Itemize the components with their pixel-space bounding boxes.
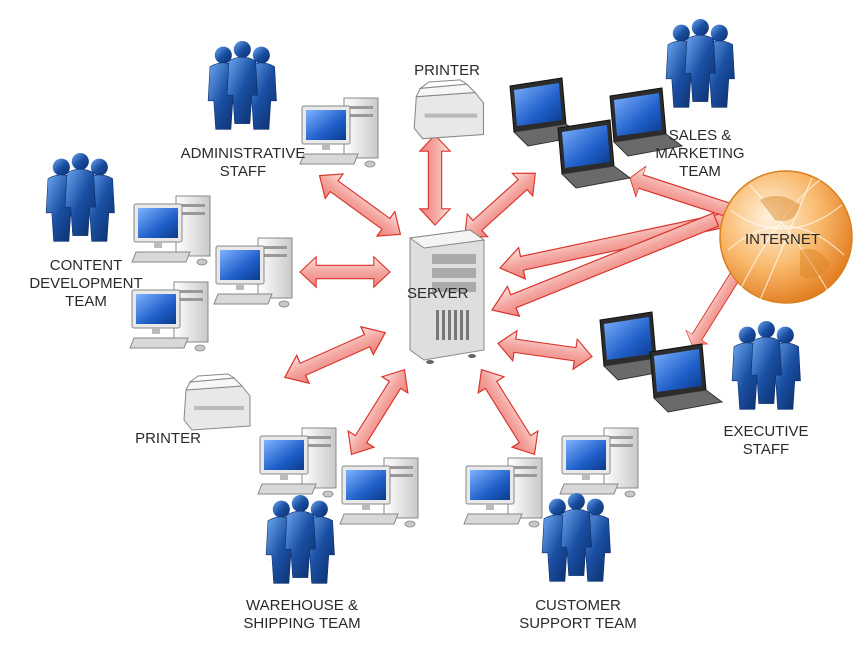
globe-icon bbox=[719, 170, 853, 304]
content-computers bbox=[129, 195, 293, 352]
desktop-computer-icon bbox=[299, 97, 379, 168]
exec-label-line2: STAFF bbox=[743, 441, 789, 458]
content-label-line3: TEAM bbox=[65, 293, 107, 310]
desktop-computer-icon bbox=[129, 281, 209, 352]
content-label-line1: CONTENT bbox=[50, 257, 123, 274]
admin-label-line2: STAFF bbox=[220, 163, 266, 180]
arrow-internet-server-1 bbox=[496, 202, 734, 285]
arrow-warehouse-server bbox=[338, 360, 418, 464]
executive-people bbox=[732, 321, 800, 409]
exec-label-line1: EXECUTIVE bbox=[723, 423, 808, 440]
content-label-line2: DEVELOPMENT bbox=[29, 275, 142, 292]
sales-laptops bbox=[509, 77, 683, 189]
desktop-computer-icon bbox=[559, 427, 639, 498]
arrow-printer-left-server bbox=[277, 318, 393, 392]
warehouse-label-line1: WAREHOUSE & bbox=[246, 597, 358, 614]
desktop-computer-icon bbox=[463, 457, 543, 528]
sales-label-line3: TEAM bbox=[679, 163, 721, 180]
server-label: SERVER bbox=[407, 285, 469, 302]
arrow-content-server bbox=[299, 256, 391, 288]
arrow-executive-server bbox=[495, 327, 595, 373]
internet-globe bbox=[719, 170, 853, 304]
people-group-icon bbox=[46, 153, 114, 241]
people-group-icon bbox=[666, 19, 734, 107]
printer-top bbox=[413, 79, 485, 140]
people-group-icon bbox=[542, 493, 610, 581]
server bbox=[408, 229, 486, 364]
content-people bbox=[46, 153, 114, 241]
printer-top-label: PRINTER bbox=[414, 62, 480, 79]
desktop-computer-icon bbox=[257, 427, 337, 498]
people-group-icon bbox=[266, 495, 334, 583]
laptop-icon bbox=[649, 343, 723, 413]
warehouse-label-line2: SHIPPING TEAM bbox=[243, 615, 360, 632]
warehouse-people bbox=[266, 495, 334, 583]
printer-left-label: PRINTER bbox=[135, 430, 201, 447]
admin-people bbox=[208, 41, 276, 129]
arrow-admin-server bbox=[310, 162, 410, 248]
arrow-printer-top-server bbox=[419, 134, 451, 226]
support-label-line2: SUPPORT TEAM bbox=[519, 615, 637, 632]
people-group-icon bbox=[208, 41, 276, 129]
arrow-support-server bbox=[468, 360, 548, 464]
printer-icon bbox=[183, 373, 251, 431]
arrows bbox=[277, 134, 755, 464]
sales-label-line2: MARKETING bbox=[655, 145, 744, 162]
sales-label-line1: SALES & bbox=[669, 127, 732, 144]
internet-label: INTERNET bbox=[745, 231, 820, 248]
desktop-computer-icon bbox=[213, 237, 293, 308]
sales-people bbox=[666, 19, 734, 107]
support-people bbox=[542, 493, 610, 581]
admin-label-line1: ADMINISTRATIVE bbox=[181, 145, 306, 162]
printer-left bbox=[183, 373, 251, 431]
people-group-icon bbox=[732, 321, 800, 409]
desktop-computer-icon bbox=[131, 195, 211, 266]
printer-icon bbox=[413, 79, 485, 140]
desktop-computer-icon bbox=[339, 457, 419, 528]
admin-computer bbox=[299, 97, 379, 168]
support-label-line1: CUSTOMER bbox=[535, 597, 621, 614]
